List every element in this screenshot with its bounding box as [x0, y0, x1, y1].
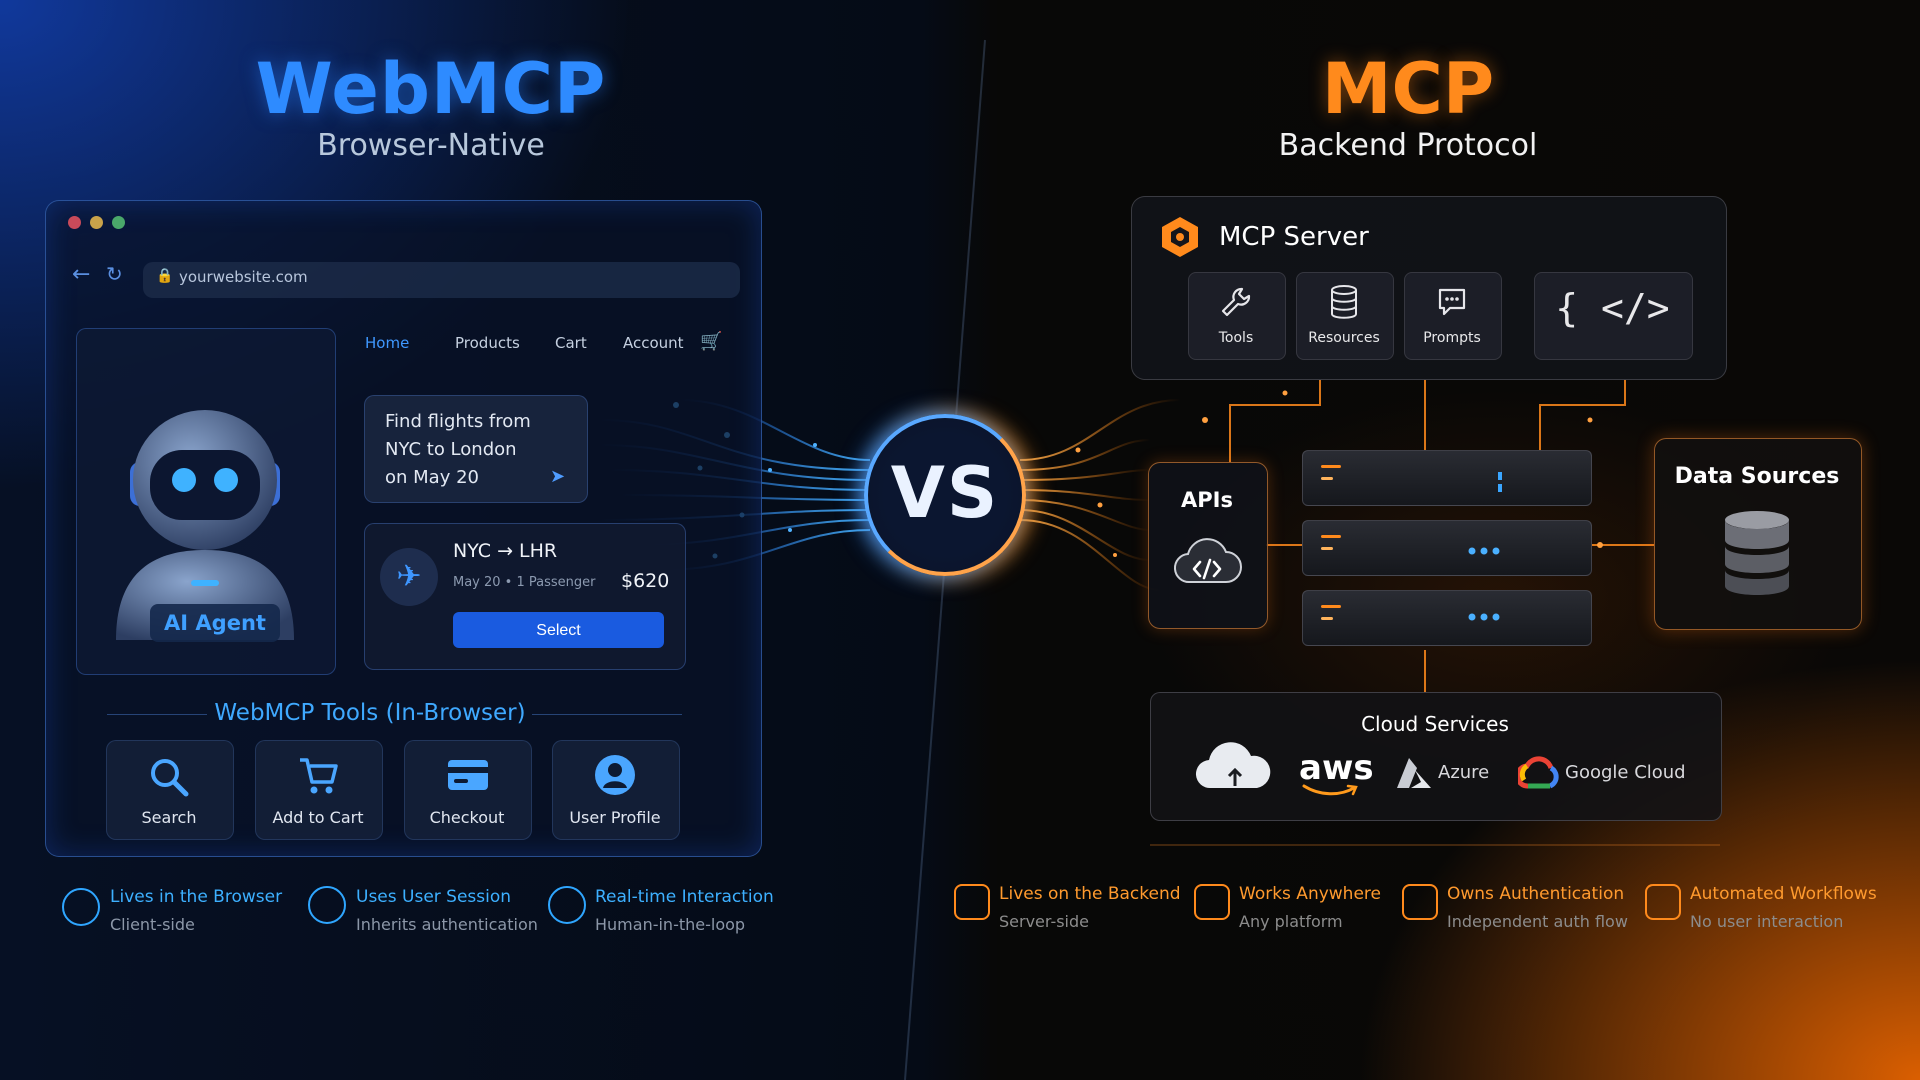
tools-divider-left — [107, 714, 207, 715]
feature-backend-sub: Server-side — [999, 912, 1089, 931]
feature-session-sub: Inherits authentication — [356, 915, 538, 934]
apis-title: APIs — [1181, 488, 1233, 512]
nav-cart-link[interactable]: Cart — [555, 334, 587, 352]
nav-products-link[interactable]: Products — [455, 334, 520, 352]
mcp-title: MCP — [1321, 48, 1495, 130]
server-tools-tile[interactable] — [1188, 272, 1286, 360]
rack-status-lights — [1468, 472, 1502, 621]
feature-automated-sub: No user interaction — [1690, 912, 1844, 931]
search-icon — [151, 759, 189, 797]
back-arrow-icon[interactable]: ← — [72, 262, 91, 287]
server-rack-unit-3 — [1302, 590, 1592, 646]
tool-search[interactable] — [106, 740, 234, 840]
window-close-dot[interactable] — [68, 216, 81, 229]
feature-anywhere-sub: Any platform — [1239, 912, 1343, 931]
url-text: yourwebsite.com — [179, 268, 308, 286]
server-prompts-tile[interactable] — [1404, 272, 1502, 360]
orange-data-streams — [1019, 399, 1181, 591]
tool-user-profile-label: User Profile — [569, 808, 661, 827]
aws-logo-text: aws — [1299, 748, 1374, 788]
feature-backend-title: Lives on the Backend — [999, 884, 1181, 904]
automated-workflows-icon — [1645, 884, 1681, 920]
feature-browser-title: Lives in the Browser — [110, 887, 283, 907]
select-flight-button[interactable]: Select — [453, 612, 664, 648]
feature-realtime-sub: Human-in-the-loop — [595, 915, 746, 934]
window-maximize-dot[interactable] — [112, 216, 125, 229]
server-code-tile[interactable] — [1534, 272, 1693, 360]
aws-smile-icon — [1302, 784, 1358, 796]
google-cloud-logo-icon — [1518, 756, 1559, 789]
credit-card-icon — [448, 760, 488, 790]
agent-query-text: Find flights from NYC to London on May 2… — [385, 411, 531, 488]
database-stack-icon — [1725, 511, 1789, 595]
azure-logo-icon — [1397, 758, 1431, 788]
webmcp-title: WebMCP — [255, 48, 607, 130]
window-minimize-dot[interactable] — [90, 216, 103, 229]
tool-search-label: Search — [141, 808, 197, 827]
database-icon — [1331, 285, 1357, 319]
send-icon[interactable]: ➤ — [550, 466, 566, 487]
feature-auth-title: Owns Authentication — [1447, 884, 1625, 904]
cart-icon — [300, 758, 338, 794]
server-rack-unit-1 — [1302, 450, 1592, 506]
airplane-icon: ✈ — [380, 548, 438, 606]
nav-home-link[interactable]: Home — [365, 334, 410, 352]
chat-icon — [1438, 288, 1466, 316]
nav-account-link[interactable]: Account — [623, 334, 684, 352]
tool-checkout-label: Checkout — [429, 808, 505, 827]
webmcp-subtitle: Browser-Native — [317, 128, 545, 163]
webmcp-tools-heading: WebMCP Tools (In-Browser) — [214, 700, 526, 726]
feature-anywhere-title: Works Anywhere — [1239, 884, 1381, 904]
browser-feature-icon — [62, 888, 100, 926]
vs-badge — [864, 414, 1026, 576]
mcp-subtitle: Backend Protocol — [1278, 128, 1538, 163]
flight-route: NYC → LHR — [453, 540, 558, 562]
tools-divider-right — [532, 714, 682, 715]
feature-realtime-title: Real-time Interaction — [595, 887, 774, 907]
apis-box — [1148, 462, 1268, 629]
feature-session-title: Uses User Session — [356, 887, 512, 907]
server-prompts-label: Prompts — [1423, 330, 1481, 346]
feature-browser-sub: Client-side — [110, 915, 195, 934]
cloud-code-icon — [1173, 538, 1242, 584]
mcp-logo-icon — [1162, 217, 1198, 257]
cloud-icon — [1195, 742, 1271, 789]
authentication-icon — [1402, 884, 1438, 920]
data-sources-title: Data Sources — [1674, 464, 1840, 489]
reload-icon[interactable]: ↻ — [106, 262, 123, 286]
user-session-icon — [308, 886, 346, 924]
shopping-cart-icon[interactable]: 🛒 — [700, 331, 723, 352]
feature-auth-sub: Independent auth flow — [1447, 912, 1628, 931]
vs-text: VS — [890, 452, 1000, 534]
address-bar[interactable] — [143, 262, 740, 298]
flight-meta: May 20 • 1 Passenger — [453, 575, 596, 590]
works-anywhere-icon — [1194, 884, 1230, 920]
code-icon: { </> — [1555, 286, 1670, 330]
orange-particles — [1075, 390, 1603, 557]
wrench-icon — [1221, 287, 1251, 317]
google-cloud-logo-text: Google Cloud — [1565, 762, 1686, 783]
backend-feature-icon — [954, 884, 990, 920]
lock-icon: 🔒 — [156, 268, 174, 284]
azure-logo-text: Azure — [1438, 762, 1490, 783]
flight-price: $620 — [621, 570, 670, 592]
user-icon — [595, 755, 635, 795]
server-resources-label: Resources — [1308, 330, 1380, 346]
mcp-server-title: MCP Server — [1219, 222, 1369, 252]
feature-automated-title: Automated Workflows — [1690, 884, 1877, 904]
cloud-services-title: Cloud Services — [1361, 712, 1509, 736]
server-rack-unit-2 — [1302, 520, 1592, 576]
server-tools-label: Tools — [1218, 330, 1254, 346]
tool-add-to-cart[interactable] — [255, 740, 383, 840]
ai-agent-label: AI Agent — [150, 604, 280, 642]
tool-add-to-cart-label: Add to Cart — [272, 808, 364, 827]
realtime-interaction-icon — [548, 886, 586, 924]
agent-query-card — [364, 395, 588, 503]
